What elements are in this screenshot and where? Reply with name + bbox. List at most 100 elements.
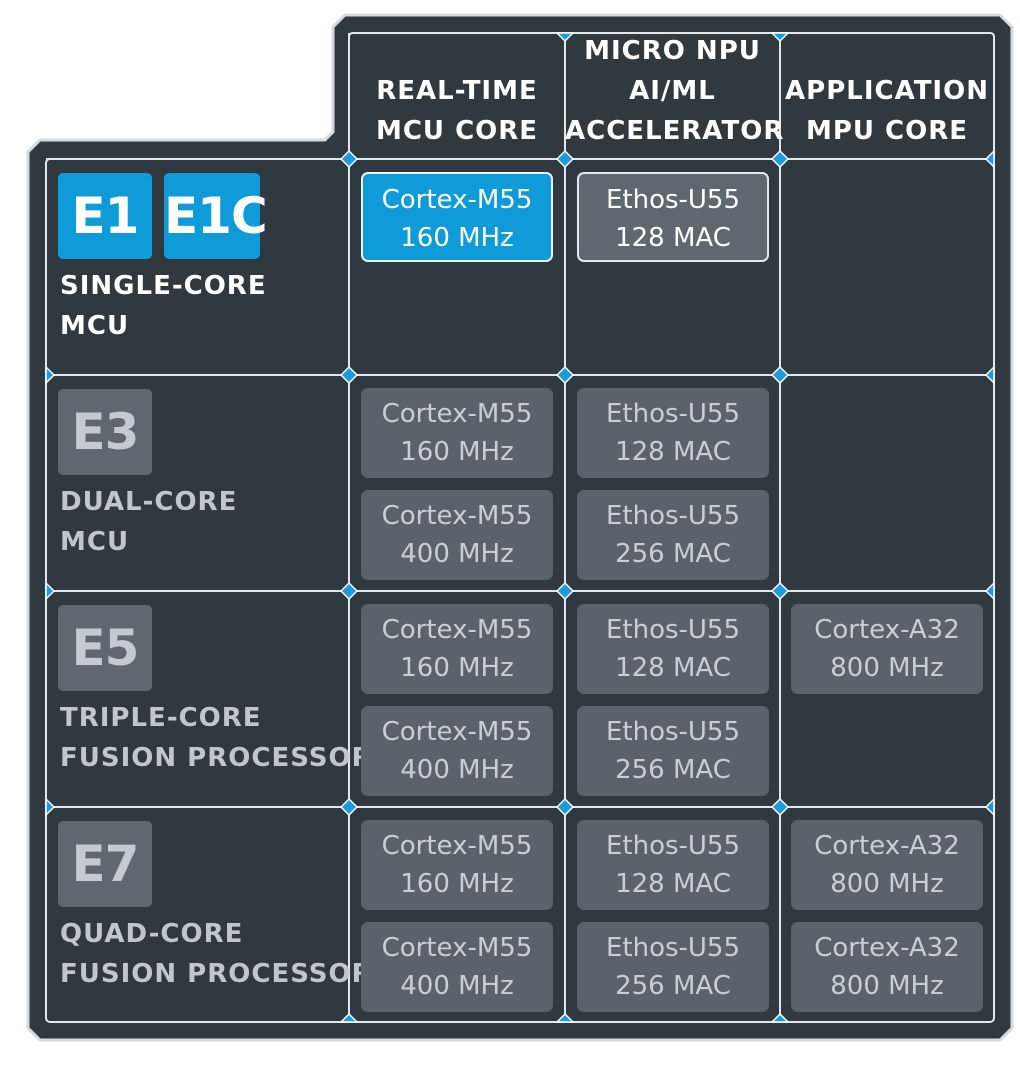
mpu-core-chip: Cortex-A32 800 MHz [791,820,983,910]
grid-node [340,582,358,600]
column-header-line: REAL-TIME [376,76,538,106]
row-label-line: SINGLE-CORE [60,271,267,301]
column-header: APPLICATION MPU CORE [780,71,994,151]
grid-node [340,366,358,384]
chip-spec: 800 MHz [830,653,944,683]
chip-name: Cortex-A32 [814,831,960,861]
chip-name: Cortex-M55 [381,717,533,747]
grid-node [985,366,995,384]
row-label-line: MCU [60,311,130,341]
product-badge: E1C [164,173,268,259]
row-label-line: FUSION PROCESSOR [60,743,373,773]
chip-name: Cortex-A32 [814,615,960,645]
grid-node [771,150,789,168]
grid-node [556,32,574,42]
row-label: SINGLE-CORE MCU [60,266,267,346]
chip-name: Ethos-U55 [605,185,741,215]
grid-node [771,582,789,600]
chip-name: Ethos-U55 [605,501,741,531]
npu-chip: Ethos-U55 128 MAC [577,388,769,478]
mcu-core-chip: Cortex-M55 400 MHz [361,490,553,580]
chip-name: Cortex-M55 [381,399,533,429]
mcu-core-chip: Cortex-M55 160 MHz [361,820,553,910]
grid-node [556,366,574,384]
mpu-core-chip: Cortex-A32 800 MHz [791,604,983,694]
chip-spec: 128 MAC [615,653,731,683]
chip-spec: 400 MHz [400,539,514,569]
row-label: DUAL-CORE MCU [60,482,237,562]
grid-node [771,32,789,42]
chip-spec: 160 MHz [400,869,514,899]
row-label-line: FUSION PROCESSOR [60,959,373,989]
grid-node [340,150,358,168]
grid-node [985,798,995,816]
column-header-line: MCU CORE [375,116,539,146]
grid-node [985,150,995,168]
mcu-core-chip: Cortex-M55 400 MHz [361,706,553,796]
chip-name: Cortex-M55 [381,615,533,645]
npu-chip: Ethos-U55 256 MAC [577,706,769,796]
grid-node [771,366,789,384]
column-header-line: APPLICATION [785,76,989,106]
mcu-core-chip: Cortex-M55 160 MHz [361,172,553,262]
product-badge: E5 [58,605,152,691]
chip-name: Ethos-U55 [605,717,741,747]
chip-name: Ethos-U55 [605,831,741,861]
grid-node [985,582,995,600]
chip-spec: 128 MAC [615,223,731,253]
grid-node [771,798,789,816]
mcu-core-chip: Cortex-M55 400 MHz [361,922,553,1012]
product-badge: E7 [58,821,152,907]
grid-node [556,1013,574,1023]
npu-chip: Ethos-U55 256 MAC [577,922,769,1012]
mcu-core-chip: Cortex-M55 160 MHz [361,604,553,694]
chip-spec: 256 MAC [615,755,731,785]
chip-spec: 800 MHz [830,869,944,899]
column-header: MICRO NPU AI/ML ACCELERATOR [565,31,785,151]
chip-name: Cortex-A32 [814,933,960,963]
grid-node [556,150,574,168]
row-label-line: MCU [60,527,130,557]
chip-spec: 128 MAC [615,869,731,899]
grid-node [556,582,574,600]
chip-spec: 160 MHz [400,653,514,683]
chip-spec: 128 MAC [615,437,731,467]
column-header: REAL-TIME MCU CORE [349,71,565,151]
column-header-line: MPU CORE [805,116,969,146]
npu-chip: Ethos-U55 128 MAC [577,172,769,262]
chip-spec: 400 MHz [400,971,514,1001]
chip-spec: 800 MHz [830,971,944,1001]
grid-node [556,798,574,816]
chip-name: Ethos-U55 [605,399,741,429]
chip-spec: 400 MHz [400,755,514,785]
column-header-line: AI/ML [629,76,716,106]
chip-spec: 256 MAC [615,971,731,1001]
chip-spec: 160 MHz [400,437,514,467]
chip-name: Ethos-U55 [605,933,741,963]
grid-node [340,798,358,816]
row-label: QUAD-CORE FUSION PROCESSOR [60,914,373,994]
grid-node [45,582,55,600]
chip-name: Cortex-M55 [381,501,533,531]
npu-chip: Ethos-U55 256 MAC [577,490,769,580]
column-header-line: ACCELERATOR [565,116,785,146]
product-badge: E3 [58,389,152,475]
row-label: TRIPLE-CORE FUSION PROCESSOR [60,698,373,778]
chip-name: Cortex-M55 [381,831,533,861]
chip-spec: 256 MAC [615,539,731,569]
chip-spec: 160 MHz [400,223,514,253]
product-badge: E1 [58,173,152,259]
grid-node [45,366,55,384]
row-label-line: DUAL-CORE [60,487,238,517]
grid-node [340,1013,358,1023]
npu-chip: Ethos-U55 128 MAC [577,820,769,910]
column-header-line: MICRO NPU [584,36,761,66]
row-label-line: QUAD-CORE [60,919,244,949]
mpu-core-chip: Cortex-A32 800 MHz [791,922,983,1012]
chip-name: Cortex-M55 [381,185,533,215]
mcu-core-chip: Cortex-M55 160 MHz [361,388,553,478]
chip-name: Cortex-M55 [381,933,533,963]
row-label-line: TRIPLE-CORE [60,703,262,733]
chip-name: Ethos-U55 [605,615,741,645]
